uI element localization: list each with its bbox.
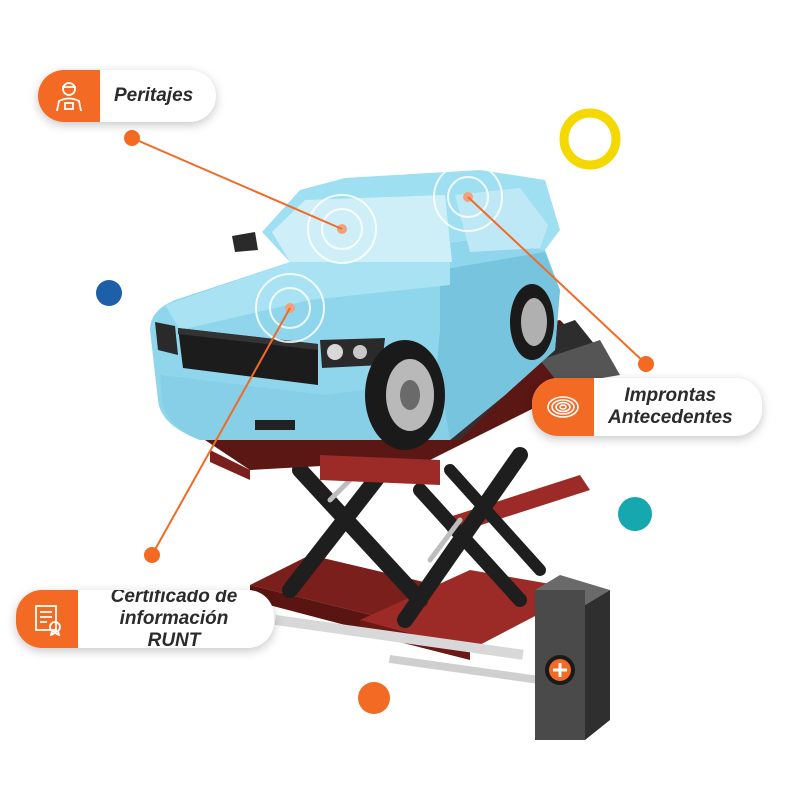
callout-improntas-line1: Improntas [624,385,717,406]
teal-dot-decoration [618,497,652,531]
suv-car [150,162,560,450]
fingerprint-icon [532,378,594,436]
yellow-ring-decoration [559,108,621,170]
lift-control-box [535,575,610,740]
inspection-target-windshield [307,194,377,264]
callout-improntas-label: Improntas Antecedentes [594,385,751,429]
callout-runt-label: Certificado de información RUNT [78,590,274,648]
lift-scissor-arms [282,447,546,628]
callout-improntas-line2: Antecedentes [608,407,733,428]
blue-dot-decoration [96,280,122,306]
callout-runt-line2: información RUNT [119,608,229,648]
callout-runt-line1: Certificado de [110,590,238,607]
callout-leaders [124,130,654,563]
certificate-icon [16,590,78,648]
callout-peritajes-label: Peritajes [114,85,194,106]
inspector-icon [38,70,100,122]
callout-improntas-antecedentes[interactable]: Improntas Antecedentes [532,378,762,436]
callout-certificado-runt[interactable]: Certificado de información RUNT [16,590,274,648]
orange-dot-decoration [358,682,390,714]
inspection-target-window [433,162,503,232]
inspection-target-hood [255,273,325,343]
callout-peritajes[interactable]: Peritajes [38,70,216,122]
